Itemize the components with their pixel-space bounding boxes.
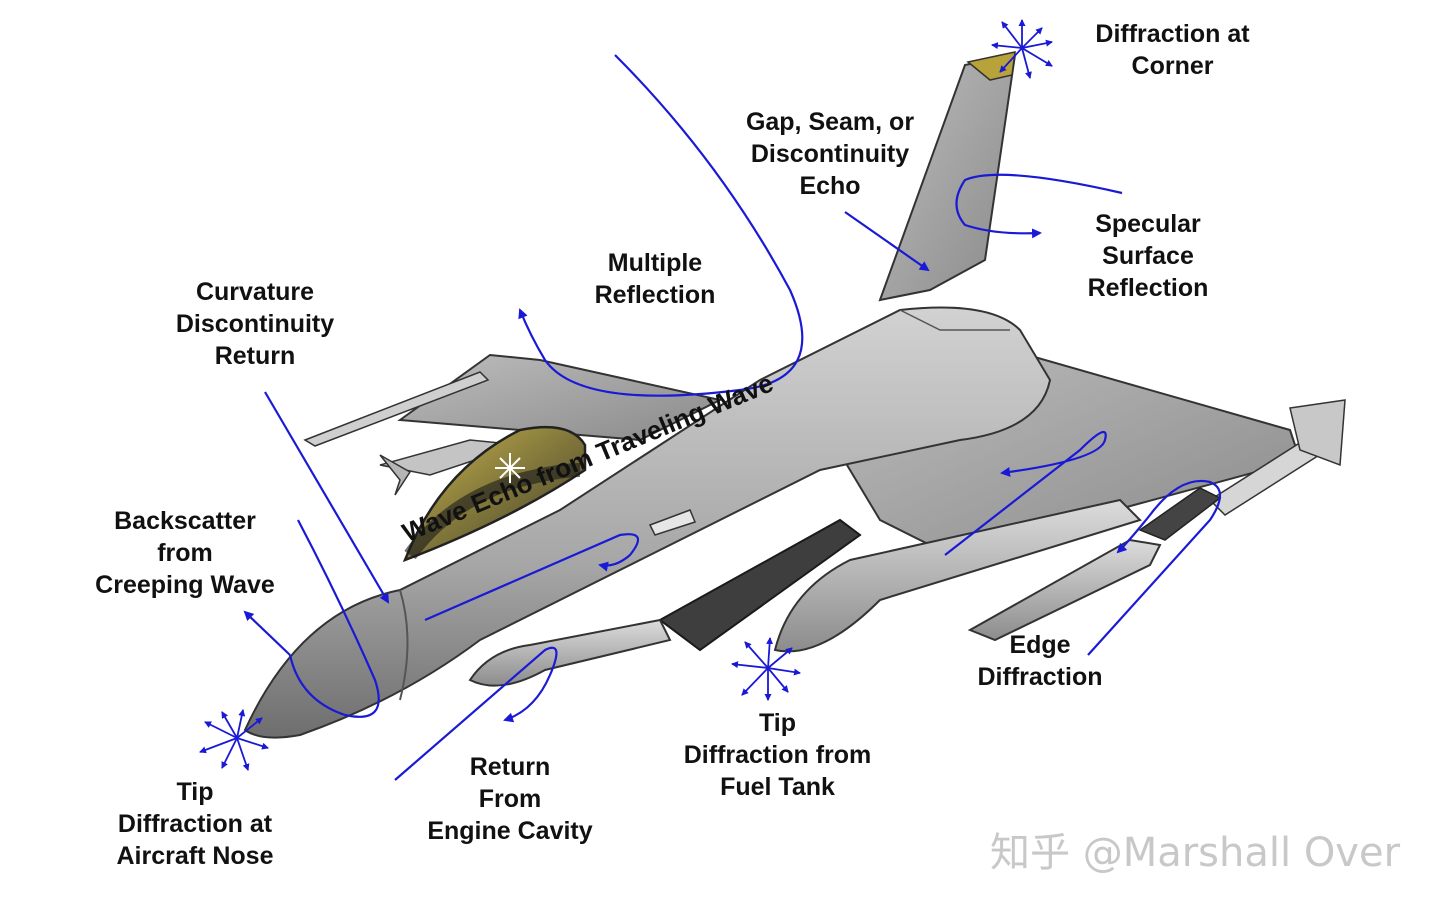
label-specular: Specular Surface Reflection — [1068, 208, 1228, 304]
label-gap-seam: Gap, Seam, or Discontinuity Echo — [730, 106, 930, 202]
label-line: Specular — [1095, 210, 1201, 238]
edge-diffraction-path-1 — [944, 430, 1107, 556]
label-diffraction-corner: Diffraction at Corner — [1080, 18, 1265, 82]
engine-intake — [658, 518, 862, 652]
gap-seam-path — [844, 211, 930, 272]
fuselage — [243, 306, 1052, 739]
label-engine-cavity: Return From Engine Cavity — [410, 751, 610, 847]
label-line: Engine Cavity — [427, 817, 593, 845]
label-line: Return — [214, 342, 296, 370]
label-tip-fuel-tank: Tip Diffraction from Fuel Tank — [665, 707, 890, 803]
label-line: Backscatter — [114, 507, 256, 535]
label-line: Diffraction from — [683, 741, 872, 769]
label-line: Reflection — [1087, 274, 1209, 302]
label-line: Reflection — [594, 281, 716, 309]
label-line: Tip — [176, 778, 214, 806]
label-line: Discontinuity — [750, 140, 910, 168]
backscatter-path — [288, 519, 380, 718]
label-line: Tip — [758, 709, 797, 737]
label-line: Return — [469, 753, 551, 781]
label-line: Diffraction at — [1095, 20, 1250, 48]
label-backscatter: Backscatter from Creeping Wave — [80, 505, 290, 601]
engine-cavity-path — [394, 646, 558, 781]
label-line: Creeping Wave — [95, 571, 275, 599]
label-line: Corner — [1131, 52, 1214, 80]
vertical-tail — [878, 51, 1017, 302]
canopy — [402, 425, 587, 563]
label-line: Diffraction — [977, 663, 1103, 691]
specular-path — [955, 173, 1123, 239]
label-line: Edge — [1009, 631, 1071, 659]
scattering-paths — [243, 54, 1222, 781]
label-multiple-reflection: Multiple Reflection — [580, 247, 730, 311]
label-line: Echo — [799, 172, 861, 200]
left-wing — [303, 353, 723, 496]
label-tip-nose: Tip Diffraction at Aircraft Nose — [100, 776, 290, 872]
edge-diffraction-path-2 — [1087, 479, 1222, 656]
label-edge-diffraction: Edge Diffraction — [965, 629, 1115, 693]
label-line: Multiple — [607, 249, 703, 277]
label-line: Aircraft Nose — [116, 842, 274, 870]
diffraction-star-tank — [731, 637, 801, 701]
watermark: 知乎 @Marshall Over — [990, 830, 1401, 876]
label-curvature: Curvature Discontinuity Return — [160, 276, 350, 372]
label-line: Diffraction at — [117, 810, 273, 838]
traveling-wave-path — [424, 533, 640, 622]
multiple-reflection-path — [518, 54, 804, 397]
diffraction-star-corner — [991, 19, 1053, 79]
label-line: Surface — [1102, 242, 1194, 270]
label-line: Fuel Tank — [720, 773, 835, 801]
label-line: Gap, Seam, or — [745, 108, 915, 136]
belly-stores — [468, 498, 1142, 687]
label-line: From — [478, 785, 542, 813]
label-line: from — [157, 539, 213, 567]
curvature-return-path — [264, 391, 390, 604]
fuel-tank — [773, 498, 1142, 653]
right-outer-tank — [967, 538, 1162, 642]
left-wingtip-missile — [303, 371, 490, 447]
canopy-glint — [495, 453, 525, 483]
backscatter-arrow — [243, 610, 291, 656]
diffraction-star-nose — [199, 709, 269, 771]
label-line: Discontinuity — [175, 310, 335, 338]
label-line: Curvature — [195, 278, 315, 306]
belly-pod — [468, 618, 672, 687]
